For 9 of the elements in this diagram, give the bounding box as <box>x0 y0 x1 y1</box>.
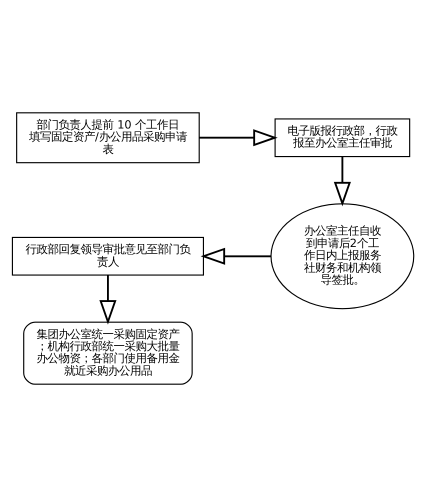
node-box: 集团办公室统一采购固定资产；机构行政部统一采购大批量办公物资；各部门使用备用金就近采购办公用品 <box>23 322 193 385</box>
arrow <box>334 156 351 206</box>
arrow <box>199 129 278 146</box>
node-box: 行政部回复领导审批意见至部门负责人 <box>12 236 204 276</box>
node-box: 电子版报行政部，行政报至办公室主任审批 <box>274 118 410 158</box>
arrow <box>200 248 271 265</box>
node-box: 部门负责人提前 10 个工作日填写固定资产/办公用品采购申请表 <box>16 112 200 164</box>
arrow <box>99 275 116 325</box>
node-ellipse: 办公室主任自收到申请后2个工作日内上报服务社财务和机构领导签批。 <box>270 203 414 310</box>
